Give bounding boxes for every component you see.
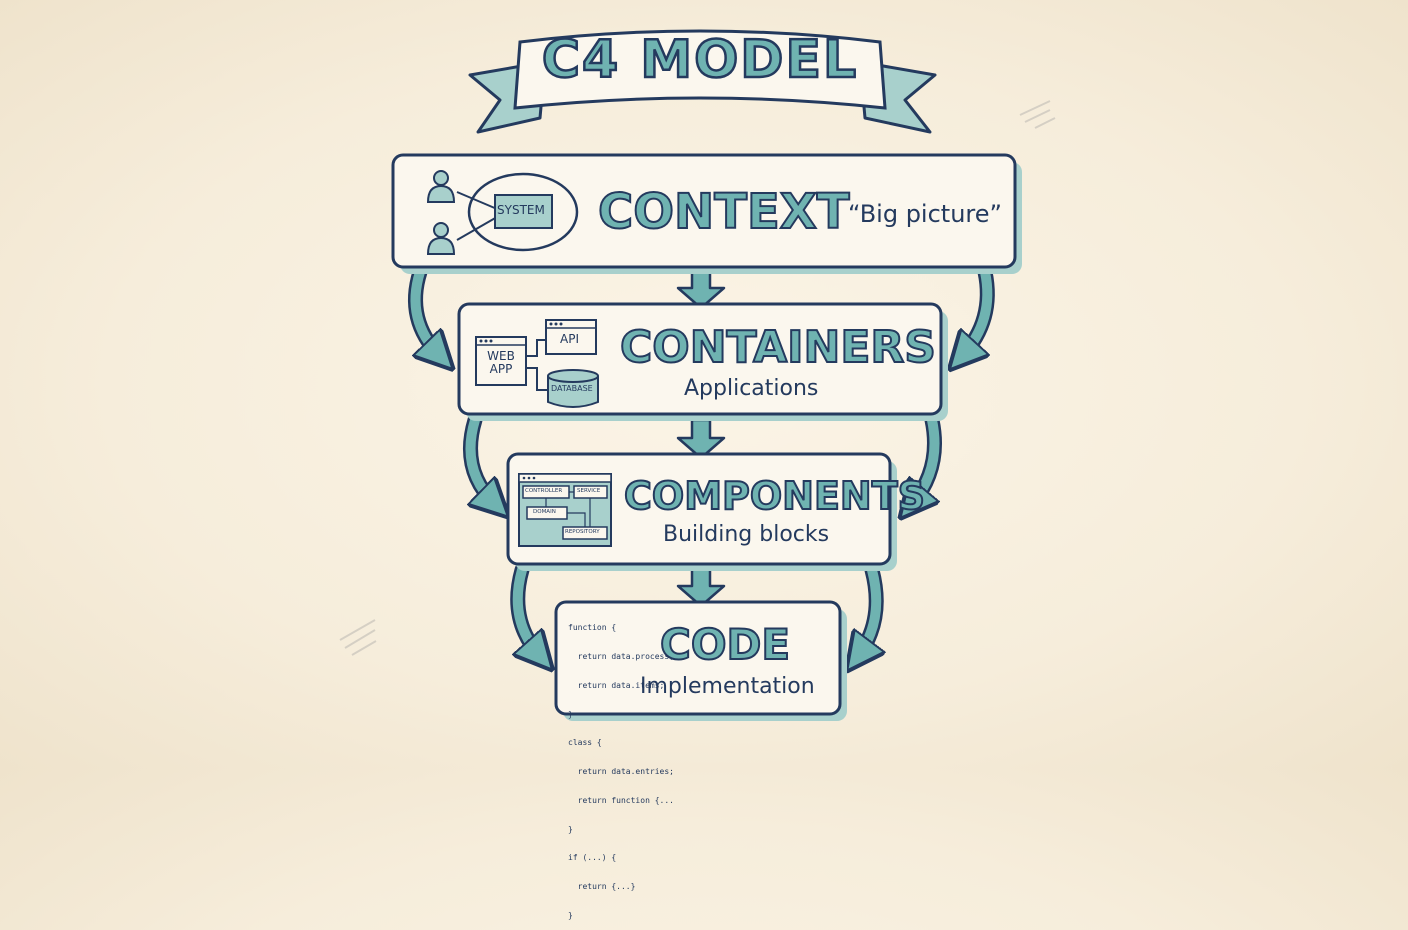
containers-database-icon (547, 369, 599, 408)
code-line: function { (568, 623, 617, 633)
code-line: return {...} (568, 882, 636, 892)
background-smudges (339, 100, 1056, 656)
context-person-icon (426, 222, 456, 255)
diagram-title: C4 MODEL (541, 29, 859, 92)
containers-webapp-icon (475, 336, 527, 386)
repository-label: REPOSITORY (565, 529, 600, 535)
containers-api-icon (545, 319, 597, 355)
level-box-context (391, 153, 1022, 274)
level-title-context: CONTEXT (597, 183, 850, 241)
code-line: } (568, 709, 573, 719)
context-system-icon (456, 172, 579, 252)
code-line: return data.items; (568, 680, 665, 690)
domain-label: DOMAIN (533, 509, 556, 515)
webapp-label-line-2: APP (489, 362, 513, 376)
context-person-icon (426, 170, 456, 203)
controller-label: CONTROLLER (525, 488, 563, 494)
code-line: class { (568, 738, 602, 748)
title-banner (468, 29, 937, 134)
webapp-label: WEB APP (485, 350, 517, 376)
code-line: } (568, 824, 573, 834)
code-line: return function {... (568, 795, 674, 805)
code-line: } (568, 911, 573, 920)
level-title-components: COMPONENTS (623, 473, 926, 519)
api-label: API (560, 332, 579, 346)
code-line: return data.entries; (568, 767, 674, 777)
webapp-label-line-1: WEB (487, 349, 515, 363)
code-snippet-icon: function { return data.process; return d… (568, 604, 674, 930)
level-title-containers: CONTAINERS (619, 321, 937, 374)
level-box-code (554, 600, 847, 721)
code-line: if (...) { (568, 853, 617, 863)
level-subtitle-context: “Big picture” (848, 200, 1002, 228)
curved-side-arrows (408, 264, 995, 656)
system-label: SYSTEM (497, 203, 545, 217)
level-subtitle-components: Building blocks (663, 522, 830, 547)
components-icon (518, 473, 612, 547)
level-subtitle-containers: Applications (684, 376, 819, 401)
database-label: DATABASE (551, 384, 593, 393)
service-label: SERVICE (577, 488, 601, 494)
c4-diagram-canvas (339, 29, 1056, 721)
code-line: return data.process; (568, 651, 674, 661)
level-subtitle-code: Implementation (640, 674, 815, 699)
level-title-code: CODE (659, 619, 791, 670)
containers-connectors (526, 339, 548, 391)
